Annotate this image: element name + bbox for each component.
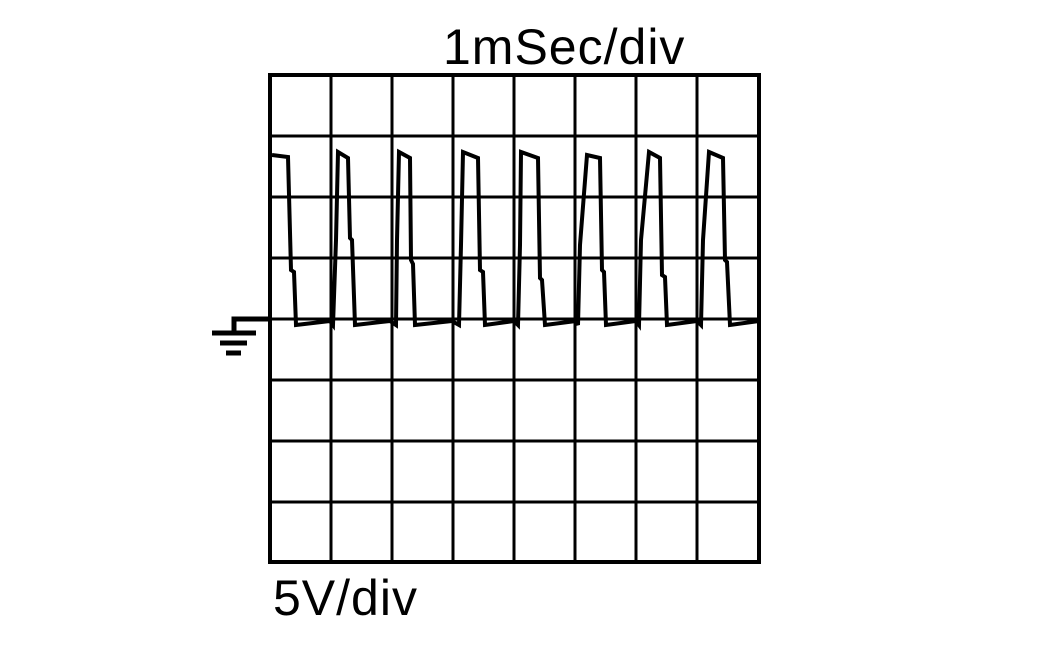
voltage-scale-label: 5V/div <box>273 570 418 626</box>
time-scale-label: 1mSec/div <box>443 19 686 75</box>
scope-grid <box>268 73 761 564</box>
ground-symbol-icon <box>212 316 270 356</box>
waveform-trace <box>271 148 760 331</box>
